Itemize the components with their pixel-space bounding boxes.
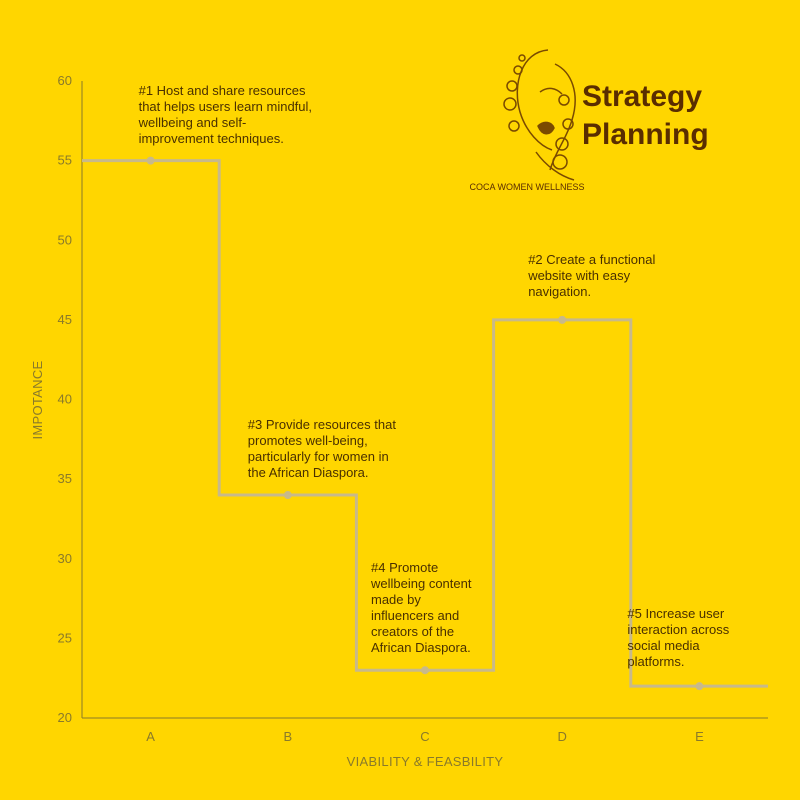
- x-tick-labels: A B C D E: [146, 729, 704, 744]
- annotation-line: social media: [627, 638, 700, 654]
- annotation-line: #2 Create a functional: [528, 251, 656, 267]
- y-tick-labels: 20 25 30 35 40 45 50 55 60: [58, 73, 72, 725]
- brand-name: COCA WOMEN WELLNESS: [469, 182, 584, 192]
- x-tick-label: A: [146, 729, 155, 744]
- annotation-line: platforms.: [627, 654, 685, 670]
- annotation-line: promotes well-being,: [247, 433, 368, 449]
- annotation-line: particularly for women in: [247, 449, 389, 465]
- annotation-line: made by: [371, 592, 421, 608]
- x-tick-label: C: [420, 729, 429, 744]
- annotation-line: creators of the: [371, 624, 455, 640]
- annotation-line: interaction across: [627, 622, 730, 638]
- y-tick-label: 35: [58, 471, 72, 486]
- logo-icon: [503, 49, 576, 181]
- y-tick-label: 60: [58, 73, 72, 88]
- y-tick-label: 55: [58, 153, 72, 168]
- data-point: [421, 666, 429, 675]
- annotation-line: influencers and: [371, 608, 460, 624]
- annotation-line: website with easy: [528, 267, 631, 283]
- annotation-line: #4 Promote: [371, 560, 439, 576]
- data-point: [146, 156, 155, 165]
- annotation-line: improvement techniques.: [138, 130, 284, 146]
- annotation-line: #5 Increase user: [627, 606, 725, 622]
- annotation-line: navigation.: [528, 283, 592, 299]
- chart-title-line-2: Planning: [582, 118, 709, 151]
- y-tick-label: 50: [58, 232, 72, 247]
- data-point: [695, 682, 704, 691]
- data-point: [283, 491, 292, 500]
- y-tick-label: 45: [58, 312, 72, 327]
- x-tick-label: E: [695, 729, 704, 744]
- x-tick-label: D: [558, 729, 567, 744]
- annotation-line: #3 Provide resources that: [247, 417, 396, 433]
- y-tick-label: 25: [58, 630, 72, 645]
- annotation-line: wellbeing content: [371, 576, 472, 592]
- y-axis-title: IMPOTANCE: [30, 360, 45, 439]
- data-points: [146, 156, 704, 691]
- annotation-line: African Diaspora.: [371, 640, 471, 656]
- annotation-line: wellbeing and self-: [138, 114, 247, 130]
- annotation-line: #1 Host and share resources: [138, 82, 306, 98]
- y-tick-label: 40: [58, 392, 72, 407]
- chart-title-line-1: Strategy: [582, 80, 703, 113]
- y-tick-label: 20: [58, 710, 72, 725]
- data-point: [558, 315, 567, 324]
- annotation-line: that helps users learn mindful,: [138, 98, 313, 114]
- x-axis-title: VIABILITY & FEASBILITY: [347, 754, 504, 769]
- annotation-line: the African Diaspora.: [247, 465, 369, 481]
- x-tick-label: B: [283, 729, 292, 744]
- y-tick-label: 30: [58, 551, 72, 566]
